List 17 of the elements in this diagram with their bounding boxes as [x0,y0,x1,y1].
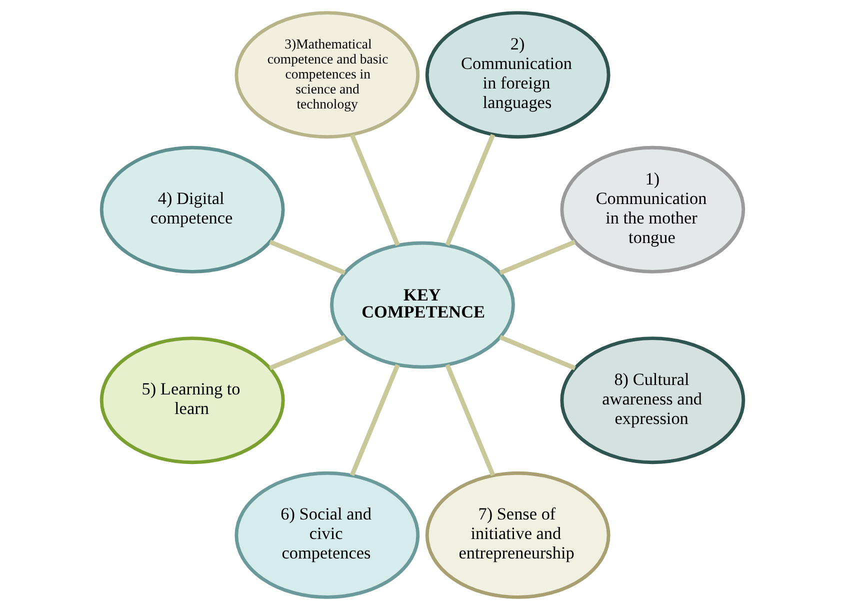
node-ellipse: 7) Sense of initiative and entrepreneurship [425,471,610,599]
connector [350,134,400,246]
node-ellipse: 8) Cultural awareness and expression [560,336,746,464]
connector [499,335,576,370]
node-ellipse: 2) Communication in foreign languages [425,11,610,139]
connector [445,364,496,476]
node-ellipse: 4) Digital competence [100,146,285,274]
node-ellipse: KEY COMPETENCE [330,241,515,369]
node-ellipse: 6) Social and civic competences [234,471,420,599]
node-ellipse: 3)Mathematical competence and basic competences in science and technology [234,11,420,139]
connector [350,364,400,476]
connector [445,134,496,246]
node-ellipse: 1) Communication in the mother tongue [560,146,746,274]
connector [269,240,346,275]
connector [269,335,346,370]
node-ellipse: 5) Learning to learn [100,336,285,464]
connector [499,240,576,275]
